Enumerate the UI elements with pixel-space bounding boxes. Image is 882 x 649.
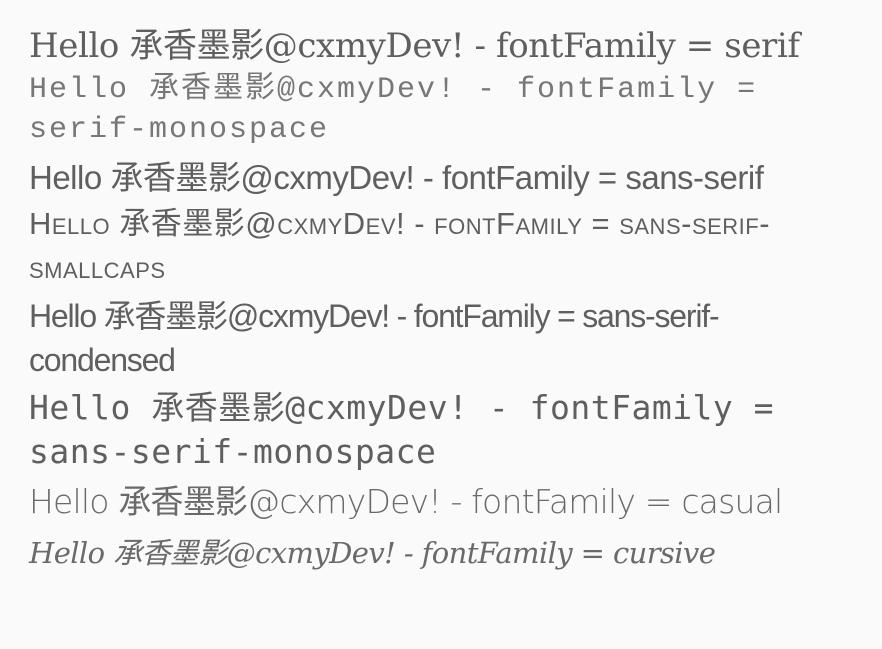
text-sans-serif: Hello 承香墨影@cxmyDev! - fontFamily = sans-… bbox=[29, 159, 764, 196]
text-cursive: Hello 承香墨影@cxmyDev! - fontFamily = cursi… bbox=[29, 536, 716, 570]
text-sans-serif-smallcaps: Hello 承香墨影@cxmyDev! - fontFamily = sans-… bbox=[29, 206, 771, 285]
text-sans-serif-monospace: Hello 承香墨影@cxmyDev! - fontFamily = sans-… bbox=[29, 388, 775, 471]
text-casual: Hello 承香墨影@cxmyDev! - fontFamily = casua… bbox=[29, 482, 783, 521]
text-sans-serif-condensed: Hello 承香墨影@cxmyDev! - fontFamily = sans-… bbox=[29, 298, 720, 378]
text-serif-monospace: Hello 承香墨影@cxmyDev! - fontFamily = serif… bbox=[29, 73, 758, 147]
text-serif: Hello 承香墨影@cxmyDev! - fontFamily = serif bbox=[29, 26, 800, 66]
